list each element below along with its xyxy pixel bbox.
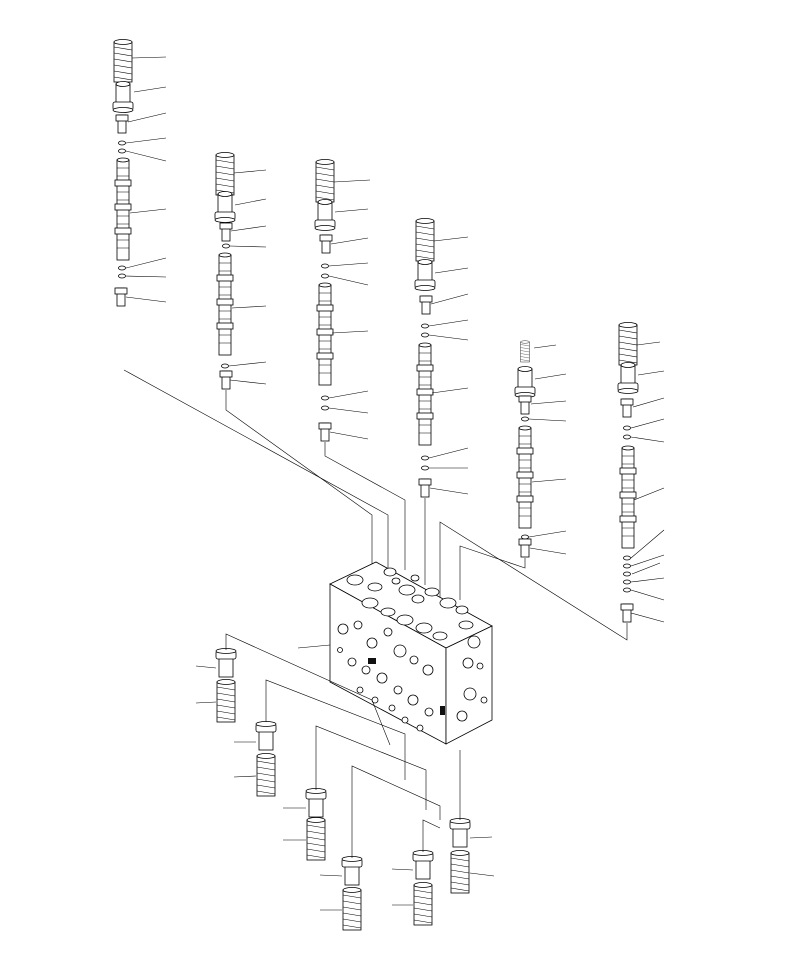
spool-stack-5	[459, 340, 567, 600]
leader-line-left	[123, 369, 389, 570]
block-leader	[297, 644, 331, 649]
lower-parts	[195, 633, 495, 931]
valve-block	[329, 561, 493, 745]
spool-stack-6	[439, 322, 665, 641]
spool-stack-1	[112, 39, 167, 307]
spool-stack-3	[314, 159, 406, 570]
spool-stack-2	[214, 152, 373, 570]
spool-stack-4	[414, 218, 469, 585]
